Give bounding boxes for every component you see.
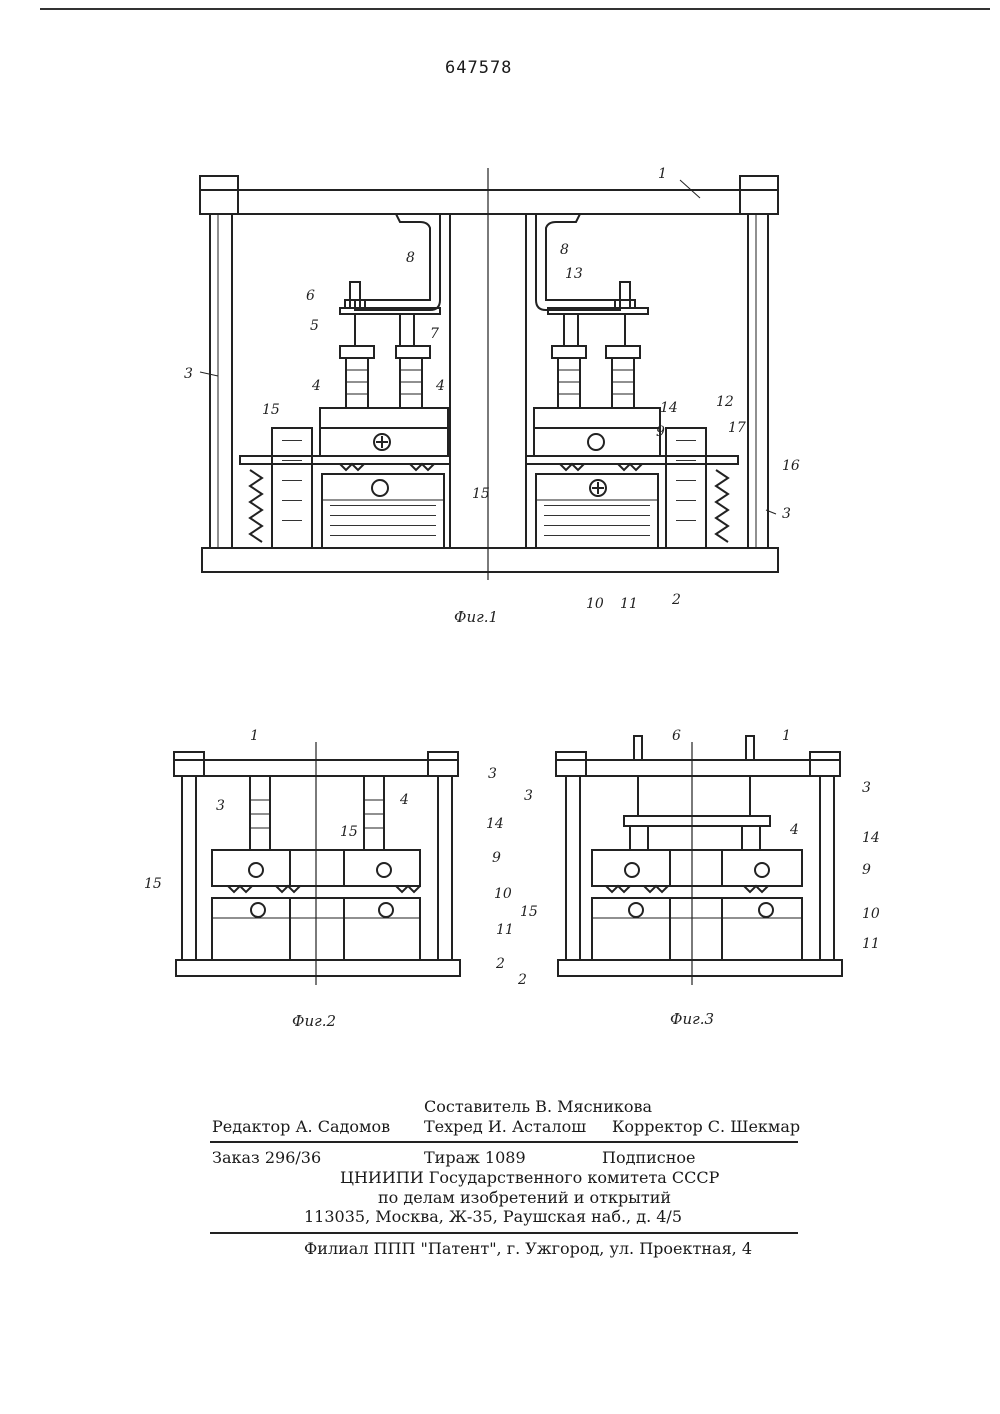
fig2-caption: Фиг.2: [292, 1012, 336, 1030]
fig3-caption: Фиг.3: [670, 1010, 714, 1028]
org-line-2: по делам изобретений и открытий: [378, 1188, 671, 1207]
fig2-label-9: 9: [492, 850, 501, 866]
org-line-1: ЦНИИПИ Государственного комитета СССР: [340, 1168, 719, 1187]
fig2-label-15-lower: 15: [144, 876, 162, 892]
imprint-rule-1: [210, 1141, 798, 1143]
fig3-plate: [624, 816, 770, 826]
fig3-label-2: 2: [517, 972, 527, 988]
fig2-label-14: 14: [486, 816, 504, 832]
fig3-label-3-right: 3: [862, 780, 871, 796]
fig3-label-4: 4: [789, 822, 799, 838]
address-line: 113035, Москва, Ж-35, Раушская наб., д. …: [304, 1207, 682, 1226]
fig3-label-14: 14: [862, 830, 880, 846]
fig3-label-1: 1: [782, 728, 791, 744]
fig3-upper-block: [592, 850, 802, 886]
fig3-bottom-beam: [558, 960, 842, 976]
fig2-label-2: 2: [495, 956, 505, 972]
corrector-line: Корректор С. Шекмар: [612, 1117, 800, 1136]
fig2-pillar-right: [364, 776, 384, 850]
circulation-line: Тираж 1089: [424, 1148, 526, 1167]
fig3-label-9: 9: [862, 862, 871, 878]
fig3-stud-right: [746, 736, 754, 760]
fig3-label-15: 15: [520, 904, 538, 920]
fig3-column-right: [820, 776, 834, 960]
fig2-label-15-upper: 15: [340, 824, 358, 840]
branch-line: Филиал ППП "Патент", г. Ужгород, ул. Про…: [304, 1239, 752, 1258]
fig3-stud-left: [634, 736, 642, 760]
fig2-label-4: 4: [399, 792, 409, 808]
fig2-label-1: 1: [250, 728, 259, 744]
fig3-label-10: 10: [862, 906, 880, 922]
fig2-bottom-beam: [176, 960, 460, 976]
fig3-lower-block: [592, 898, 802, 960]
fig2-pillar-left: [250, 776, 270, 850]
fig3-labels: 6 1 3 3 4 14 9 15 10 11 2: [517, 728, 880, 988]
imprint-rule-2: [210, 1232, 798, 1234]
figure-3: [556, 736, 842, 985]
fig3-column-left: [566, 776, 580, 960]
fig2-label-3-right: 3: [488, 766, 497, 782]
fig2-label-11: 11: [496, 922, 514, 938]
fig2-column-left: [182, 776, 196, 960]
fig3-top-beam: [556, 760, 840, 776]
fig3-label-6: 6: [672, 728, 681, 744]
fig3-label-11: 11: [862, 936, 880, 952]
fig2-column-right: [438, 776, 452, 960]
order-line: Заказ 296/36: [212, 1148, 321, 1167]
fig2-label-3-left: 3: [216, 798, 225, 814]
fig2-label-10: 10: [494, 886, 512, 902]
subscription-line: Подписное: [602, 1148, 696, 1167]
fig3-label-3-left: 3: [524, 788, 533, 804]
techred-line: Техред И. Асталош: [424, 1117, 586, 1136]
editor-line: Редактор А. Садомов: [212, 1117, 390, 1136]
compiler-line: Составитель В. Мясникова: [424, 1097, 652, 1116]
